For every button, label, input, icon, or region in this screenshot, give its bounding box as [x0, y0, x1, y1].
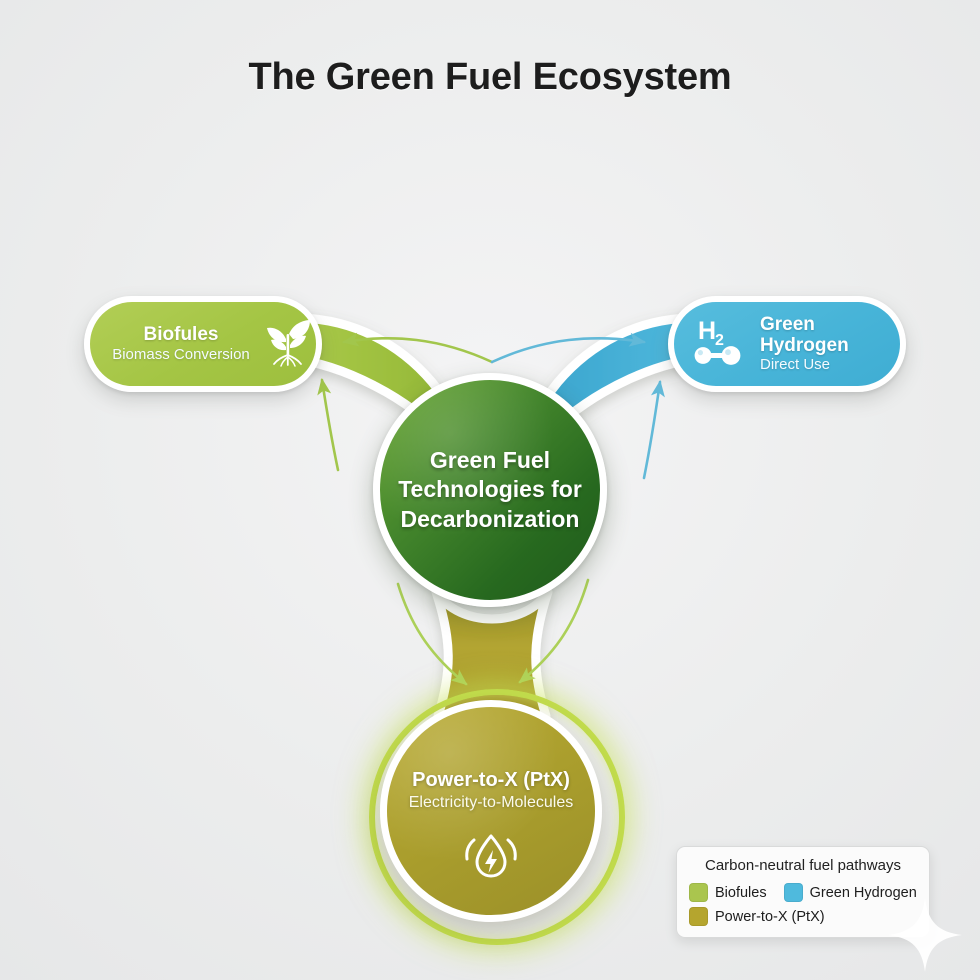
- arrow-up-to-hydrogen: [642, 379, 665, 480]
- node-ptx-subtitle: Electricity-to-Molecules: [408, 794, 574, 811]
- node-biofuels-title: Biofules: [143, 324, 219, 346]
- node-hydrogen-text: Green Hydrogen Direct Use: [760, 314, 900, 375]
- legend: Carbon-neutral fuel pathways Biofules Gr…: [676, 846, 930, 938]
- node-power-to-x[interactable]: Power-to-X (PtX) Electricity-to-Molecule…: [380, 700, 602, 922]
- legend-label-power-to-x: Power-to-X (PtX): [715, 908, 825, 925]
- legend-item-power-to-x[interactable]: Power-to-X (PtX): [689, 907, 825, 926]
- flow-arrow-group: [317, 332, 665, 686]
- arrow-hub-to-biofuels-top: [341, 332, 494, 364]
- node-hub-green-fuel-technologies[interactable]: Green Fuel Technologies for Decarbonizat…: [373, 373, 607, 607]
- node-hydrogen-title: Green Hydrogen: [760, 313, 849, 356]
- node-biofuels-text: Biofules Biomass Conversion: [104, 324, 258, 363]
- legend-title: Carbon-neutral fuel pathways: [705, 857, 901, 874]
- plant-sprout-icon: [260, 314, 316, 375]
- legend-label-biofuels: Biofules: [715, 884, 767, 901]
- arrow-down-to-ptx-right: [518, 578, 590, 684]
- band-group: [295, 313, 695, 721]
- arrow-up-to-biofuels: [317, 377, 340, 472]
- node-hydrogen[interactable]: H 2 Green Hydrogen Direct Use: [668, 296, 906, 392]
- svg-text:H: H: [698, 317, 716, 345]
- node-biofuels[interactable]: Biofules Biomass Conversion: [84, 296, 322, 392]
- svg-text:2: 2: [715, 332, 724, 349]
- hydrogen-molecule-icon: H 2: [690, 313, 748, 376]
- hub-label: Green Fuel Technologies for Decarbonizat…: [398, 446, 582, 532]
- legend-item-green-hydrogen[interactable]: Green Hydrogen: [783, 883, 917, 902]
- node-hydrogen-subtitle: Direct Use: [760, 356, 831, 374]
- arrow-down-to-ptx-left: [396, 582, 468, 686]
- legend-swatch-biofuels: [689, 883, 708, 902]
- page-title: The Green Fuel Ecosystem: [248, 56, 732, 98]
- legend-swatch-green-hydrogen: [783, 883, 803, 902]
- legend-swatch-power-to-x: [689, 907, 708, 926]
- legend-label-green-hydrogen: Green Hydrogen: [809, 884, 917, 901]
- node-ptx-title: Power-to-X (PtX): [412, 769, 570, 791]
- energy-droplet-icon: [461, 826, 521, 889]
- legend-item-biofuels[interactable]: Biofules: [689, 883, 767, 902]
- legend-row-1: Biofules Green Hydrogen: [689, 883, 917, 902]
- arrow-hub-to-hydrogen-top: [490, 332, 647, 364]
- legend-row-2: Power-to-X (PtX): [689, 907, 917, 926]
- band-hub-to-ptx-shape: [431, 587, 553, 721]
- node-biofuels-subtitle: Biomass Conversion: [112, 345, 250, 363]
